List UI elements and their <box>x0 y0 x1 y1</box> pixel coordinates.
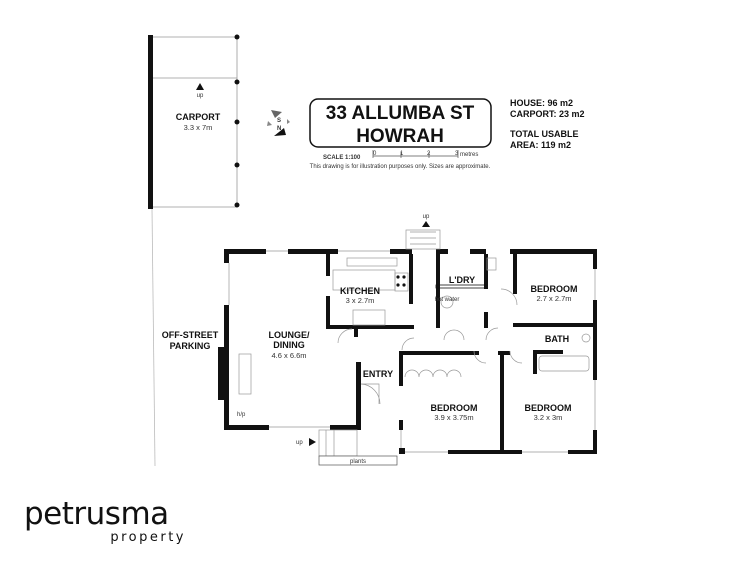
svg-text:h/p: h/p <box>237 412 246 418</box>
petrusma-logo: petrusma property <box>24 496 186 545</box>
up-arrow-icon <box>196 83 204 90</box>
carport: up CARPORT 3.3 x 7m <box>148 34 240 467</box>
svg-text:metres: metres <box>460 152 478 158</box>
title-box <box>309 98 492 148</box>
bedroom2-label: BEDROOM <box>431 403 478 413</box>
compass-icon: S N <box>267 110 290 136</box>
svg-text:3.3 x 7m: 3.3 x 7m <box>184 123 213 132</box>
svg-text:TOTAL USABLE: TOTAL USABLE <box>510 129 579 139</box>
up-arrow-icon <box>309 438 316 446</box>
svg-text:SCALE 1:100: SCALE 1:100 <box>323 155 361 161</box>
parking-label: OFF-STREET <box>162 330 219 340</box>
entry-label: ENTRY <box>363 369 393 379</box>
svg-text:S: S <box>277 118 281 124</box>
svg-text:3.2 x 3m: 3.2 x 3m <box>534 413 563 422</box>
bedroom3-label: BEDROOM <box>525 403 572 413</box>
svg-text:up: up <box>197 93 204 99</box>
svg-text:PARKING: PARKING <box>170 341 211 351</box>
svg-text:4.6 x 6.6m: 4.6 x 6.6m <box>271 351 306 360</box>
kitchen-label: KITCHEN <box>340 286 380 296</box>
svg-text:3 x 2.7m: 3 x 2.7m <box>346 296 375 305</box>
svg-text:3.9 x 3.75m: 3.9 x 3.75m <box>434 413 473 422</box>
svg-text:N: N <box>277 126 281 132</box>
up-arrow-icon <box>422 221 430 227</box>
address-line2: HOWRAH <box>356 126 444 147</box>
house-area: HOUSE: 96 m2 <box>510 98 573 108</box>
carport-area: CARPORT: 23 m2 <box>510 109 585 119</box>
carport-label: CARPORT <box>176 112 221 122</box>
lounge-label: LOUNGE/ <box>268 330 310 340</box>
svg-text:DINING: DINING <box>273 340 305 350</box>
total-area: AREA: 119 m2 <box>510 140 571 150</box>
bath-label: BATH <box>545 334 569 344</box>
svg-text:0: 0 <box>373 151 377 157</box>
svg-text:1: 1 <box>400 151 404 157</box>
house-walls <box>218 249 597 454</box>
windows <box>228 229 596 457</box>
svg-text:up: up <box>423 214 430 220</box>
bedroom1-label: BEDROOM <box>531 284 578 294</box>
address-line1: 33 ALLUMBA ST <box>326 103 475 124</box>
scale-bar: SCALE 1:100 0 1 2 3 metres This drawing … <box>310 150 491 170</box>
svg-text:3: 3 <box>455 151 459 157</box>
svg-text:2: 2 <box>427 151 431 157</box>
svg-text:This drawing is for illustrati: This drawing is for illustration purpose… <box>310 164 491 170</box>
cooktop-icon <box>396 275 406 287</box>
svg-text:plants: plants <box>350 459 366 465</box>
svg-text:hot water: hot water <box>435 297 460 303</box>
laundry-label: L'DRY <box>449 275 475 285</box>
svg-text:2.7 x 2.7m: 2.7 x 2.7m <box>536 294 571 303</box>
svg-text:up: up <box>296 440 303 446</box>
